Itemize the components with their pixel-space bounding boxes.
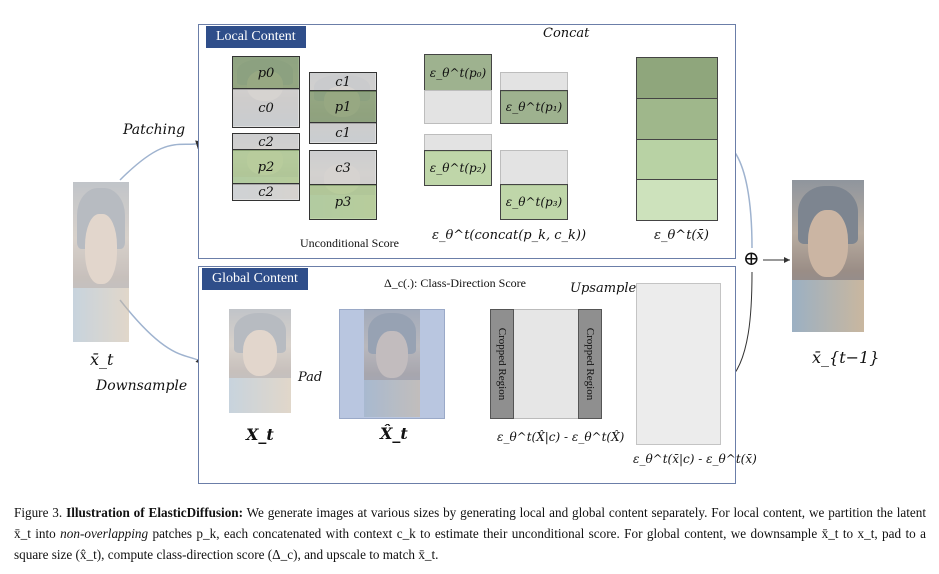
figure-caption: Figure 3. Illustration of ElasticDiffusi…: [14, 505, 927, 562]
output-image: [792, 180, 864, 332]
local-content-label: Local Content: [206, 26, 306, 48]
eps-p3-context: [500, 150, 568, 186]
stack-block-3: [636, 179, 718, 221]
eps-p0: ε_θ^t(p₀): [424, 54, 492, 92]
context-c1-bottom: c1: [309, 122, 377, 144]
class-diff-label: ε_θ^t(X̂|c) - ε_θ^t(X̂): [497, 430, 625, 444]
downsampled-image: [229, 309, 291, 413]
eps-p0-context: [424, 90, 492, 124]
eps-p3: ε_θ^t(p₃): [500, 184, 568, 220]
context-c2-bottom: c2: [232, 183, 300, 201]
stack-block-0: [636, 57, 718, 100]
eps-concat-label: ε_θ^t(concat(p_k, c_k)): [432, 228, 587, 243]
eps-p1: ε_θ^t(p₁): [500, 90, 568, 124]
upsampled-score-map: [636, 283, 721, 445]
class-direction-label: Δ_c(.): Class-Direction Score: [384, 276, 527, 290]
patch-p0: p0: [232, 56, 300, 90]
eps-xbar-label: ε_θ^t(x̄): [654, 228, 709, 243]
upsample-label: Upsample: [570, 281, 637, 296]
concat-label: Concat: [543, 26, 590, 41]
context-c1-top: c1: [309, 72, 377, 92]
patching-label: Patching: [123, 122, 186, 138]
unconditional-score-label: Unconditional Score: [300, 236, 399, 250]
pad-label: Pad: [298, 370, 323, 385]
input-label: x̄_t: [90, 350, 114, 369]
padded-image: [364, 309, 420, 417]
xhat-label: X̂_t: [380, 424, 408, 443]
cropped-region-left: Cropped Region: [490, 309, 514, 419]
oplus-symbol: ⊕: [743, 248, 760, 270]
patch-p3: p3: [309, 184, 377, 220]
patch-p2: p2: [232, 149, 300, 185]
downsample-label: Downsample: [96, 378, 188, 394]
stack-block-1: [636, 98, 718, 141]
global-content-label: Global Content: [202, 268, 308, 290]
patch-p1: p1: [309, 90, 377, 124]
input-image: [73, 182, 129, 342]
upsampled-label: ε_θ^t(x̄|c) - ε_θ^t(x̄): [633, 452, 757, 466]
context-c0: c0: [232, 88, 300, 128]
eps-p2: ε_θ^t(p₂): [424, 150, 492, 186]
xt-label: X_t: [246, 425, 274, 444]
eps-p1-context-top: [500, 72, 568, 92]
stack-block-2: [636, 139, 718, 181]
cropped-region-right: Cropped Region: [578, 309, 602, 419]
context-c3: c3: [309, 150, 377, 186]
output-label: x̄_{t−1}: [812, 348, 880, 367]
